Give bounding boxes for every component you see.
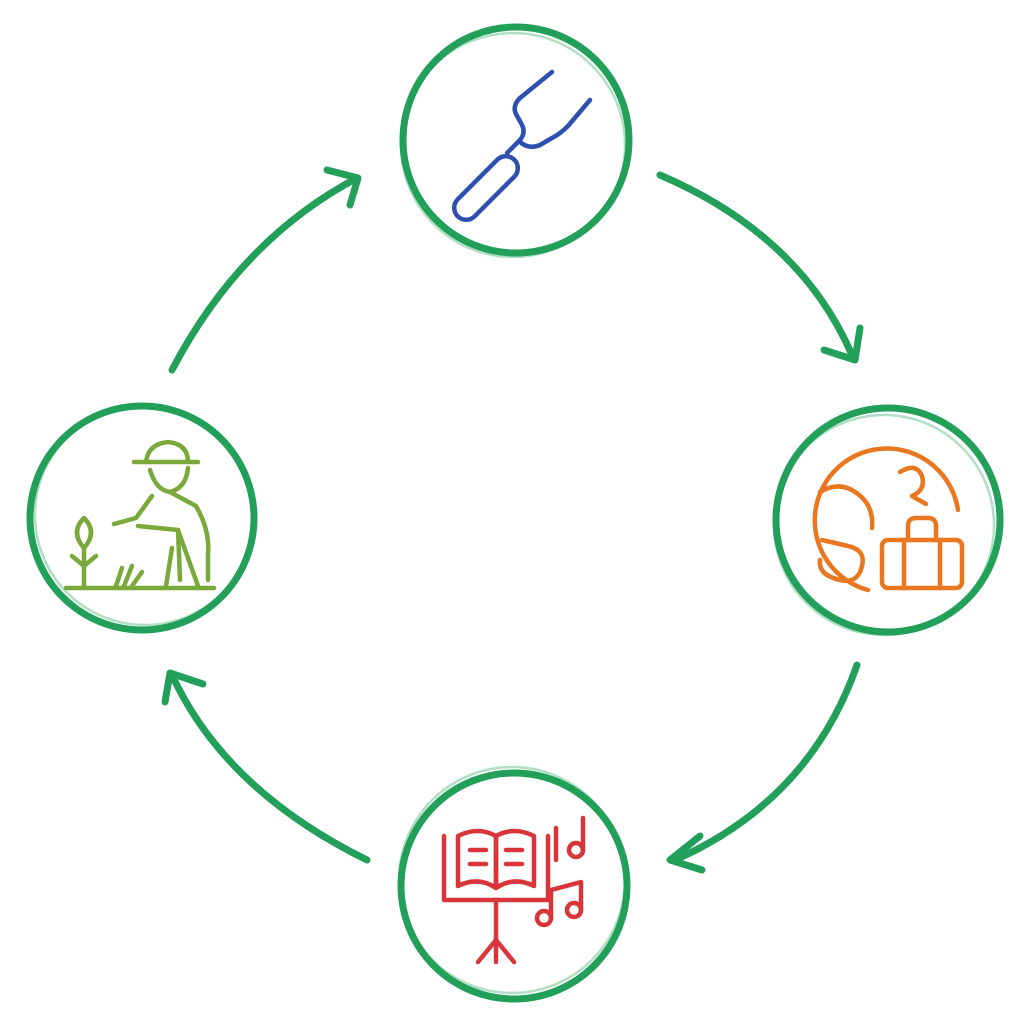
arrow-bottom-to-left-shaft [168,671,371,864]
gardener-plants-icon [63,439,217,591]
tuning-fork-icon [451,69,593,223]
cycle-arrows [161,166,864,874]
node-top-ring [399,23,633,257]
arrow-left-to-top-head [323,166,362,209]
node-right-ring [772,404,1004,636]
node-top [399,23,633,259]
music-stand-icon [441,815,586,965]
arrow-top-to-right-shaft [656,171,856,359]
node-left [26,402,258,634]
arrow-top-to-right [656,171,864,364]
arrow-top-to-right-head [820,324,864,364]
globe-luggage-icon [812,446,965,593]
node-bottom [397,765,631,1003]
arrow-right-to-bottom-shaft [671,661,861,864]
arrow-bottom-to-left [161,669,371,864]
arrow-left-to-top-shaft [168,174,361,374]
arrow-right-to-bottom [666,661,861,874]
node-left-ring [26,402,258,634]
arrow-left-to-top [168,166,362,374]
node-bottom-ring [397,769,631,1003]
arrow-bottom-to-left-head [161,669,207,706]
arrow-right-to-bottom-head [666,832,706,874]
node-right [772,404,1004,637]
